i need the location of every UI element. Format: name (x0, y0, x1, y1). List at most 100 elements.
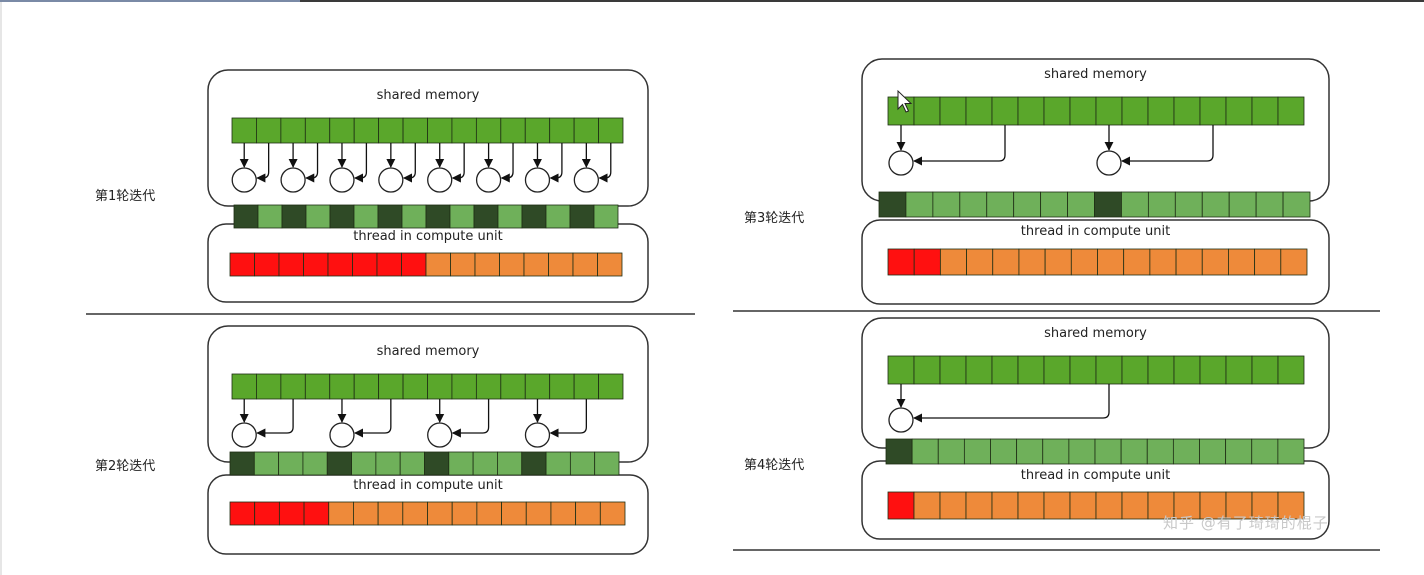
round2-thread-2-circle (427, 422, 453, 448)
round3-shared-cell-3 (965, 96, 993, 126)
round1-thread-7-merge-arrow (598, 143, 612, 183)
round3-thread-cell-0 (887, 248, 915, 276)
round2-active-cell-11 (497, 451, 523, 476)
round4-shared-cell-13 (1225, 355, 1253, 385)
round3-thread-cell-13 (1228, 248, 1256, 276)
round2-shared-cell-11 (500, 373, 526, 400)
round2-active-cell-6 (375, 451, 401, 476)
round1-active-cell-7 (401, 204, 427, 229)
round2-thread-cell-3 (303, 501, 330, 526)
round2-active-cell-5 (351, 451, 377, 476)
round1-thread-cell-1 (254, 252, 280, 277)
round3-thread-cell-8 (1097, 248, 1125, 276)
round2-thread-cell-8 (427, 501, 453, 526)
round3-shared-cell-6 (1043, 96, 1071, 126)
round4-thread-cell-8 (1095, 491, 1123, 520)
round2-active-cell-2 (278, 451, 304, 476)
round2-thread-cell-7 (402, 501, 428, 526)
round4-shared-cell-14 (1251, 355, 1279, 385)
round1-thread-5-circle (475, 167, 502, 193)
round4-thread-unit-label: thread in compute unit (1021, 468, 1170, 483)
round4-thread-cell-10 (1147, 491, 1175, 520)
round3-shared-cell-5 (1017, 96, 1045, 126)
round4-thread-cell-15 (1277, 491, 1305, 520)
round2-thread-cell-6 (377, 501, 404, 526)
round3-shared-cell-1 (913, 96, 941, 126)
round1-thread-cell-8 (425, 252, 451, 277)
round3-active-cell-13 (1228, 191, 1257, 218)
round4-shared-cell-5 (1017, 355, 1045, 385)
round1-shared-cell-1 (256, 117, 282, 144)
round1-shared-cell-11 (500, 117, 526, 144)
round2-shared-cell-5 (353, 373, 380, 400)
round2-active-cell-7 (399, 451, 425, 476)
round4-active-cell-7 (1068, 438, 1096, 465)
round3-thread-1-circle (1096, 150, 1122, 176)
round1-thread-7-circle (573, 167, 599, 193)
round4-thread-cell-14 (1251, 491, 1279, 520)
round2-active-cell-8 (424, 451, 450, 476)
window-left-edge (0, 2, 2, 575)
round3-thread-cell-2 (939, 248, 967, 276)
round2-shared-cell-15 (598, 373, 624, 400)
round2-shared-cell-2 (280, 373, 306, 400)
round3-active-cell-1 (905, 191, 934, 218)
round1-thread-cell-9 (450, 252, 476, 277)
round3-thread-cell-6 (1044, 248, 1072, 276)
round4-thread-cell-1 (913, 491, 941, 520)
round1-thread-6-merge-arrow (549, 143, 563, 183)
round2-shared-cell-4 (329, 373, 355, 400)
round2-thread-cell-10 (476, 501, 502, 526)
round3-active-cell-9 (1121, 191, 1149, 218)
round3-shared-cell-7 (1069, 96, 1097, 126)
round3-active-cell-5 (1013, 191, 1042, 218)
round2-active-cell-15 (594, 451, 620, 476)
round4-thread-cell-11 (1173, 491, 1201, 520)
round1-thread-cell-0 (229, 252, 255, 277)
round1-shared-cell-14 (573, 117, 599, 144)
round3-active-cell-4 (986, 191, 1015, 218)
round1-active-cell-9 (449, 204, 475, 229)
round4-shared-cell-0 (887, 355, 915, 385)
round1-thread-0-merge-arrow (256, 143, 270, 183)
round4-active-cell-4 (990, 438, 1018, 465)
round3-active-cell-10 (1147, 191, 1176, 218)
round1-shared-memory-label: shared memory (377, 88, 480, 103)
round3-shared-cell-12 (1199, 96, 1227, 126)
round3-thread-cell-12 (1201, 248, 1229, 276)
round4-active-cell-14 (1251, 438, 1279, 465)
round4-active-cell-13 (1225, 438, 1253, 465)
round1-thread-2-merge-arrow (354, 143, 368, 183)
round4-active-cell-15 (1277, 438, 1305, 465)
round3-thread-0-merge-arrow (913, 125, 1006, 166)
round2-shared-cell-14 (573, 373, 599, 400)
round2-active-cell-1 (253, 451, 280, 476)
round1-thread-4-circle (427, 167, 453, 193)
round1-thread-cell-13 (548, 252, 574, 277)
round2-active-cell-9 (448, 451, 474, 476)
round2-shared-memory-label: shared memory (377, 344, 480, 359)
round1-thread-cell-10 (474, 252, 500, 277)
round4-shared-cell-11 (1173, 355, 1201, 385)
round3-thread-cell-15 (1280, 248, 1308, 276)
round2-shared-cell-7 (402, 373, 428, 400)
round3-active-cell-11 (1174, 191, 1203, 218)
round2-thread-0-circle (231, 422, 257, 448)
round4-active-cell-10 (1146, 438, 1174, 465)
round4-thread-cell-12 (1199, 491, 1227, 520)
round4-thread-cell-7 (1069, 491, 1097, 520)
round1-thread-5-merge-arrow (500, 143, 514, 183)
round2-active-cell-3 (302, 451, 328, 476)
round1-thread-cell-11 (499, 252, 525, 277)
round3-thread-cell-5 (1018, 248, 1046, 276)
round3-thread-cell-14 (1254, 248, 1282, 276)
round2-shared-cell-3 (304, 373, 331, 400)
round-label-2: 第2轮迭代 (95, 459, 156, 474)
round2-shared-cell-0 (231, 373, 257, 400)
round3-thread-cell-9 (1123, 248, 1151, 276)
round3-shared-cell-9 (1121, 96, 1149, 126)
round3-shared-cell-4 (991, 96, 1019, 126)
round2-thread-cell-14 (575, 501, 601, 526)
round3-active-cell-3 (959, 191, 988, 218)
round1-shared-cell-12 (524, 117, 551, 144)
